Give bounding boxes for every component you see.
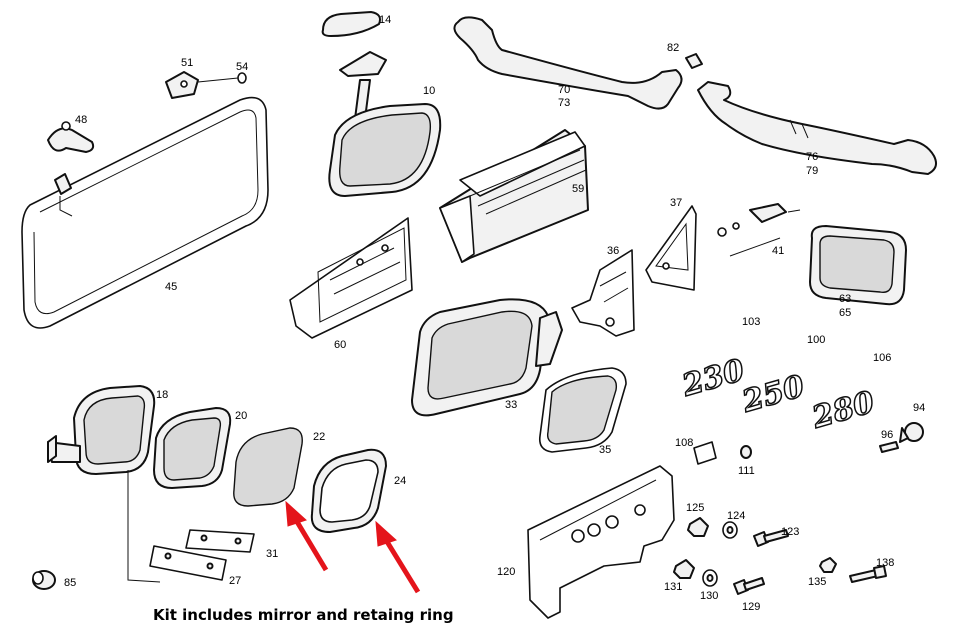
label-37: 37 <box>670 197 682 209</box>
label-22: 22 <box>313 431 325 443</box>
washer-111 <box>740 445 752 459</box>
bolt-123 <box>753 529 789 547</box>
washer-124 <box>722 521 738 539</box>
label-41: 41 <box>772 245 784 257</box>
label-106: 106 <box>873 352 891 364</box>
bolt-129 <box>733 577 765 595</box>
label-82: 82 <box>667 42 679 54</box>
mirror-bracket-36 <box>571 249 635 337</box>
label-48: 48 <box>75 114 87 126</box>
part-number-labels: 14 51 54 48 45 10 70 73 82 76 79 59 37 3… <box>64 14 925 613</box>
bolt-138 <box>849 565 887 583</box>
label-131: 131 <box>664 581 682 593</box>
label-73: 73 <box>558 97 570 109</box>
label-100: 100 <box>807 334 825 346</box>
label-138: 138 <box>876 557 894 569</box>
label-124: 124 <box>727 510 745 522</box>
mirror-20 <box>153 407 232 489</box>
label-120: 120 <box>497 566 515 578</box>
label-125: 125 <box>686 502 704 514</box>
emblem-230-text: 230 <box>678 353 749 404</box>
screw-96 <box>879 441 899 453</box>
label-31: 31 <box>266 548 278 560</box>
label-130: 130 <box>700 590 718 602</box>
mirror-18 <box>47 385 156 475</box>
gasket-31 <box>185 529 255 553</box>
label-96: 96 <box>881 429 893 441</box>
exterior-mirror-33 <box>411 298 563 417</box>
label-135: 135 <box>808 576 826 588</box>
emblem-250-text: 250 <box>738 369 809 420</box>
nut-135 <box>819 557 837 573</box>
clip-41 <box>717 203 801 257</box>
label-27: 27 <box>229 575 241 587</box>
rearview-mirror-10 <box>321 11 442 197</box>
gasket-27 <box>149 545 227 581</box>
highlight-arrow-mirror <box>285 500 329 572</box>
mirror-22 <box>233 427 303 507</box>
highlight-arrow-ring <box>375 520 421 594</box>
label-51: 51 <box>181 57 193 69</box>
frame-60 <box>289 217 413 339</box>
mirror-glass-35 <box>538 367 627 453</box>
label-129: 129 <box>742 601 760 613</box>
label-20: 20 <box>235 410 247 422</box>
label-111: 111 <box>738 465 755 477</box>
grab-handle-76 <box>697 81 937 175</box>
emblem-250: 250 <box>737 368 809 421</box>
label-24: 24 <box>394 475 406 487</box>
emblem-280: 280 <box>807 384 879 437</box>
label-18: 18 <box>156 389 168 401</box>
part-82 <box>685 53 703 69</box>
visor-clip-48 <box>47 121 95 153</box>
label-45: 45 <box>165 281 177 293</box>
label-35: 35 <box>599 444 611 456</box>
cover-plate-120 <box>527 465 675 619</box>
label-65: 65 <box>839 307 851 319</box>
grab-handle-70 <box>453 16 683 110</box>
lamp-63 <box>809 225 907 306</box>
emblem-280-text: 280 <box>808 385 879 436</box>
label-33: 33 <box>505 399 517 411</box>
emblem-230: 230 <box>677 352 749 405</box>
label-79: 79 <box>806 165 818 177</box>
label-63: 63 <box>839 293 851 305</box>
label-103: 103 <box>742 316 760 328</box>
label-36: 36 <box>607 245 619 257</box>
label-108: 108 <box>675 437 693 449</box>
label-85: 85 <box>64 577 76 589</box>
pad-85 <box>32 570 56 590</box>
label-54: 54 <box>236 61 248 73</box>
ashtray-59 <box>439 129 589 263</box>
label-94: 94 <box>913 402 925 414</box>
label-70: 70 <box>558 84 570 96</box>
kit-caption: Kit includes mirror and retaing ring <box>153 606 454 624</box>
label-10: 10 <box>423 85 435 97</box>
sun-visor-45 <box>21 96 269 329</box>
label-76: 76 <box>806 151 818 163</box>
label-14: 14 <box>379 14 391 26</box>
washer-130 <box>702 569 718 587</box>
window-vent-37 <box>645 205 697 291</box>
label-123: 123 <box>781 526 799 538</box>
knob-94 <box>899 422 924 443</box>
label-60: 60 <box>334 339 346 351</box>
visor-bracket-51 <box>165 71 247 99</box>
part-108 <box>693 441 717 465</box>
nut-125 <box>687 517 709 537</box>
nut-131 <box>673 559 695 579</box>
label-59: 59 <box>572 183 584 195</box>
retaining-ring-24 <box>310 448 387 533</box>
